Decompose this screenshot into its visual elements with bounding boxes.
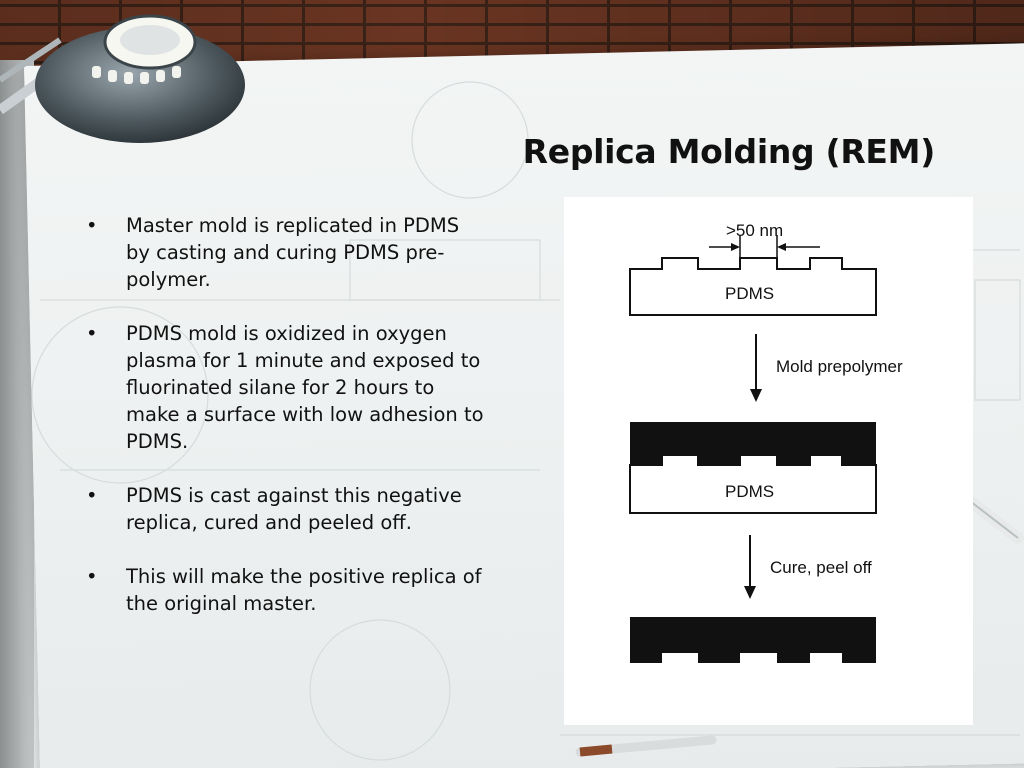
bullet-text: PDMS is cast against this negative repli… xyxy=(126,484,462,534)
bullet-item: • PDMS is cast against this negative rep… xyxy=(86,482,486,536)
pen-icon xyxy=(960,492,1024,544)
bullet-marker: • xyxy=(86,484,98,507)
bullet-marker: • xyxy=(86,322,98,345)
bullet-list: • Master mold is replicated in PDMS by c… xyxy=(86,212,486,644)
process-arrow-1 xyxy=(750,334,762,402)
slide-title: Replica Molding (REM) xyxy=(522,132,936,171)
dimension-label: >50 nm xyxy=(726,221,783,240)
final-replica xyxy=(630,617,876,663)
bullet-item: • Master mold is replicated in PDMS by c… xyxy=(86,212,486,293)
bullet-text: Master mold is replicated in PDMS by cas… xyxy=(126,214,460,291)
pdms-base-layer xyxy=(629,454,877,514)
replica-molding-diagram: >50 nm PDMS Mold prepolymer PDMS xyxy=(564,197,973,725)
pdms-layer-label: PDMS xyxy=(725,482,774,501)
step-label-mold-prepolymer: Mold prepolymer xyxy=(776,357,903,376)
bullet-text: This will make the positive replica of t… xyxy=(126,565,482,615)
process-arrow-2 xyxy=(744,535,756,599)
bullet-marker: • xyxy=(86,565,98,588)
desk-lamp-icon xyxy=(0,14,245,143)
bullet-item: • PDMS mold is oxidized in oxygen plasma… xyxy=(86,320,486,455)
bullet-marker: • xyxy=(86,214,98,237)
pdms-layer-label: PDMS xyxy=(725,284,774,303)
bullet-item: • This will make the positive replica of… xyxy=(86,563,486,617)
pdms-master-mold xyxy=(629,257,877,316)
pencil-icon xyxy=(575,735,717,757)
step-label-cure-peel-off: Cure, peel off xyxy=(770,558,872,577)
bullet-text: PDMS mold is oxidized in oxygen plasma f… xyxy=(126,322,484,453)
